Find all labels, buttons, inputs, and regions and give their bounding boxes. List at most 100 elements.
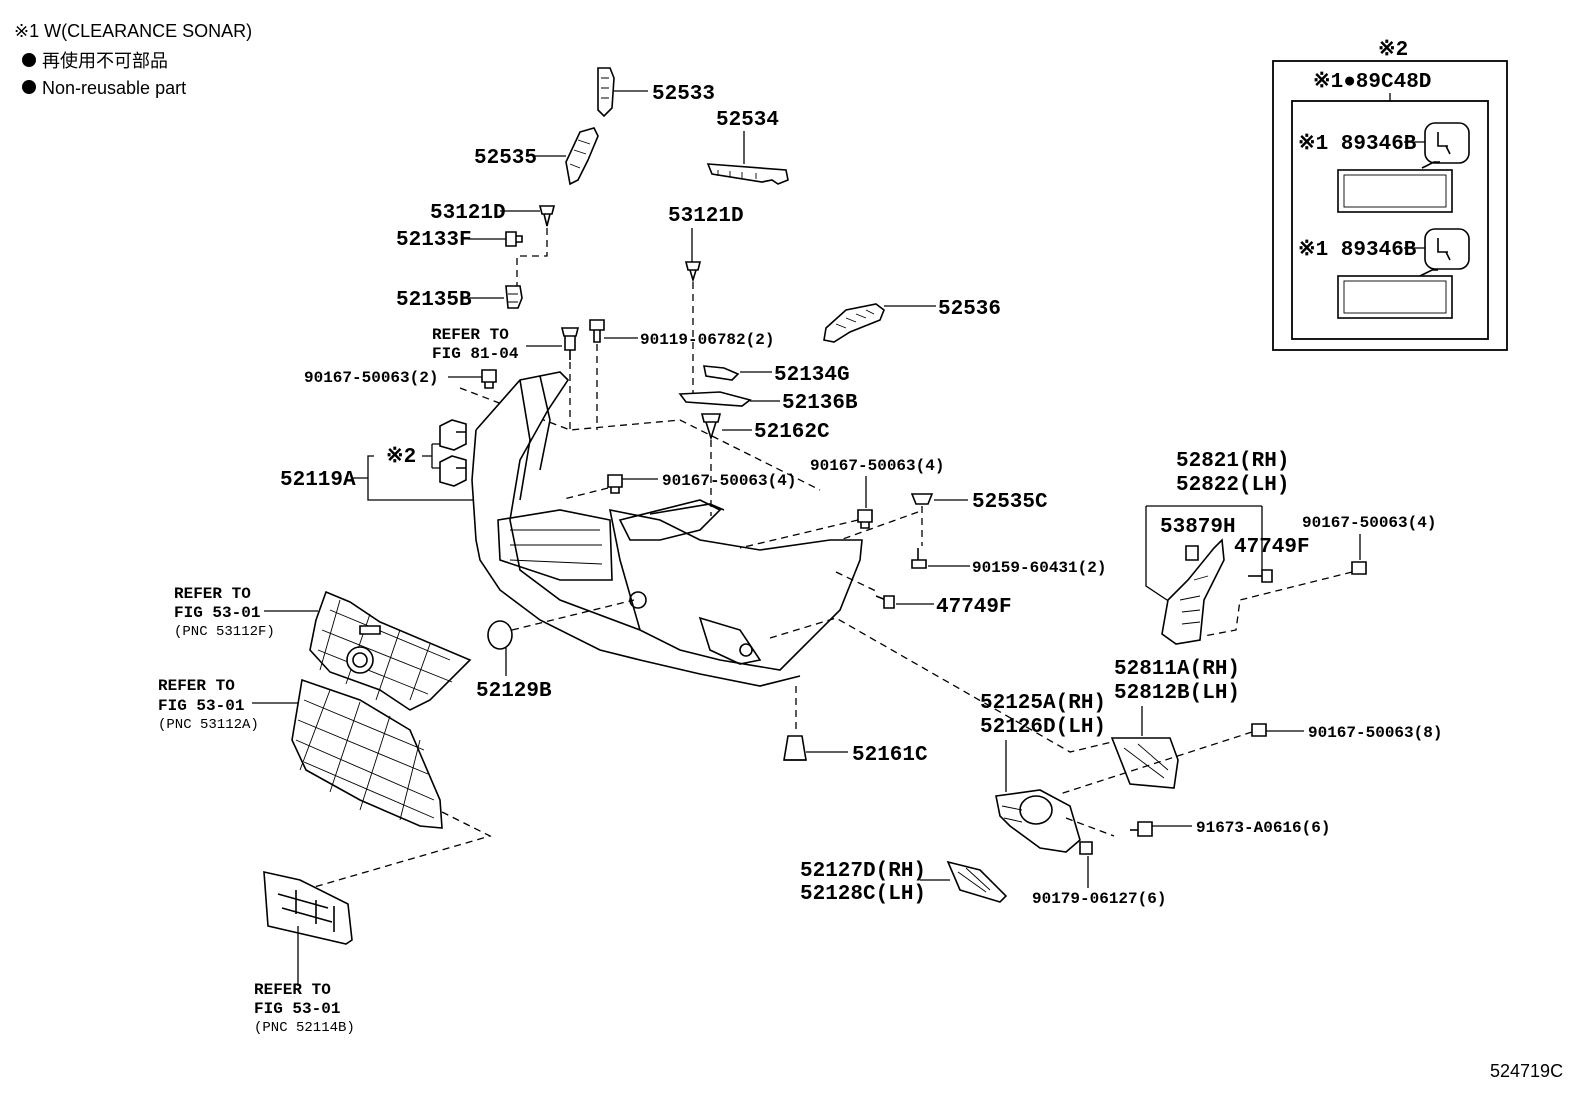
bolt-icon — [857, 509, 873, 529]
bolt-icon — [1251, 723, 1267, 737]
figure-id: 524719C — [1490, 1061, 1563, 1081]
screw-icon — [560, 327, 580, 360]
part-52811A: 52811A(RH) — [1114, 658, 1240, 681]
legend: ※1 W(CLEARANCE SONAR) 再使用不可部品 Non-reusab… — [14, 21, 252, 98]
clip-53879H-icon — [1185, 545, 1199, 561]
part-90179-06127: 90179-06127(6) — [1032, 890, 1166, 908]
fog-bracket-52125A-icon — [995, 789, 1081, 853]
part-90167-50063-4b: 90167-50063(4) — [810, 457, 944, 475]
garnish-52811A-icon — [1110, 737, 1179, 789]
part-90119-06782: 90119-06782(2) — [640, 331, 774, 349]
refer-53112F-line2: FIG 53-01 — [174, 604, 260, 622]
part-52129B: 52129B — [476, 680, 552, 703]
clip-52133F-icon — [505, 231, 523, 247]
sensor-holder-icon — [439, 419, 467, 487]
part-52533: 52533 — [652, 83, 715, 106]
refer-53112F-line1: REFER TO — [174, 585, 251, 603]
bolt-icon — [481, 369, 497, 389]
part-52821: 52821(RH) — [1176, 450, 1289, 473]
screw-90159-icon — [911, 548, 927, 569]
part-52162C: 52162C — [754, 421, 830, 444]
bracket-52536-icon — [823, 303, 885, 343]
clip-52162C-icon — [700, 413, 722, 441]
license-bracket-icon — [263, 870, 353, 945]
front-bumper-cover-icon — [471, 371, 863, 687]
refer-52114B-line1: REFER TO — [254, 981, 331, 999]
refer-52114B-line3: (PNC 52114B) — [254, 1020, 355, 1036]
bolt-91673-icon — [1130, 821, 1153, 837]
bracket-52535-icon — [565, 127, 599, 186]
retainer-52134G-icon — [703, 365, 740, 381]
part-53879H: 53879H — [1160, 516, 1236, 539]
part-90167-50063-4c: 90167-50063(4) — [1302, 514, 1436, 532]
part-53121D-left: 53121D — [430, 202, 506, 225]
part-52136B: 52136B — [782, 392, 858, 415]
retainer-52135B-icon — [505, 285, 523, 309]
part-52535: 52535 — [474, 147, 537, 170]
side-bracket-52821-icon — [1161, 538, 1225, 645]
bolt-icon — [1351, 561, 1367, 575]
refer-81-04-line2: FIG 81-04 — [432, 345, 519, 363]
garnish-52127D-icon — [946, 860, 1008, 903]
kit-label: ※1●89C48D — [1313, 70, 1431, 94]
screw-47749F-icon — [875, 595, 895, 609]
part-90159-60431: 90159-60431(2) — [972, 559, 1106, 577]
part-47749F-right: 47749F — [1234, 536, 1310, 559]
refer-52114B-line2: FIG 53-01 — [254, 1000, 340, 1018]
refer-53112A-line2: FIG 53-01 — [158, 697, 244, 715]
clip-53121D-icon — [684, 261, 702, 283]
part-52133F: 52133F — [396, 229, 472, 252]
bracket-52533-icon — [597, 67, 615, 118]
non-reusable-bullet-icon — [22, 80, 36, 94]
sonar-sensor-icon — [1337, 122, 1470, 213]
part-52536: 52536 — [938, 298, 1001, 321]
bolt-icon — [607, 474, 623, 494]
part-90167-50063-8: 90167-50063(8) — [1308, 724, 1442, 742]
part-91673-A0616: 91673-A0616(6) — [1196, 819, 1330, 837]
inset-outer-frame — [1272, 60, 1508, 351]
refer-81-04-line1: REFER TO — [432, 326, 509, 344]
non-reusable-bullet-icon — [22, 53, 36, 67]
mark-2-label: ※2 — [386, 445, 416, 469]
part-52119A: 52119A — [280, 469, 356, 492]
upper-grille-icon — [309, 590, 472, 711]
lower-grille-icon — [291, 678, 443, 829]
sensor-label-2: ※1 89346B — [1298, 238, 1417, 262]
part-52125A: 52125A(RH) — [980, 692, 1106, 715]
part-52127D: 52127D(RH) — [800, 860, 926, 883]
refer-53112A-line3: (PNC 53112A) — [158, 717, 259, 733]
non-reusable-note-en: Non-reusable part — [42, 78, 186, 98]
part-90167-50063-4a: 90167-50063(4) — [662, 472, 796, 490]
part-47749F-center: 47749F — [936, 596, 1012, 619]
clip-52161C-icon — [783, 735, 807, 761]
tow-hook-cover-icon — [487, 620, 513, 650]
clip-53121D-icon — [538, 205, 556, 227]
inset-inner-frame — [1291, 100, 1489, 340]
clip-52535C-icon — [910, 493, 934, 505]
part-53121D-center: 53121D — [668, 205, 744, 228]
part-52161C: 52161C — [852, 744, 928, 767]
non-reusable-note-ja: 再使用不可部品 — [42, 51, 168, 71]
sensor-label-1: ※1 89346B — [1298, 132, 1417, 156]
part-52534: 52534 — [716, 109, 779, 132]
part-52128C: 52128C(LH) — [800, 883, 926, 906]
bracket-52534-icon — [706, 163, 789, 185]
part-52126D: 52126D(LH) — [980, 716, 1106, 739]
part-52134G: 52134G — [774, 364, 850, 387]
sonar-sensor-icon — [1337, 228, 1470, 319]
refer-53112F-line3: (PNC 53112F) — [174, 624, 275, 640]
part-52812B: 52812B(LH) — [1114, 682, 1240, 705]
sonar-kit-inset: ※2 ※1●89C48D ※1 89346B ※1 89346B — [1272, 38, 1508, 351]
retainer-52136B-icon — [678, 391, 752, 407]
refer-53112A-line1: REFER TO — [158, 677, 235, 695]
part-52822: 52822(LH) — [1176, 474, 1289, 497]
nut-90179-icon — [1079, 841, 1093, 855]
part-90167-50063-2: 90167-50063(2) — [304, 369, 438, 387]
bolt-90119-icon — [589, 319, 605, 343]
part-52135B: 52135B — [396, 289, 472, 312]
clearance-sonar-note: ※1 W(CLEARANCE SONAR) — [14, 21, 252, 41]
inset-mark: ※2 — [1378, 38, 1408, 62]
part-52535C: 52535C — [972, 491, 1048, 514]
screw-icon — [1248, 569, 1273, 583]
